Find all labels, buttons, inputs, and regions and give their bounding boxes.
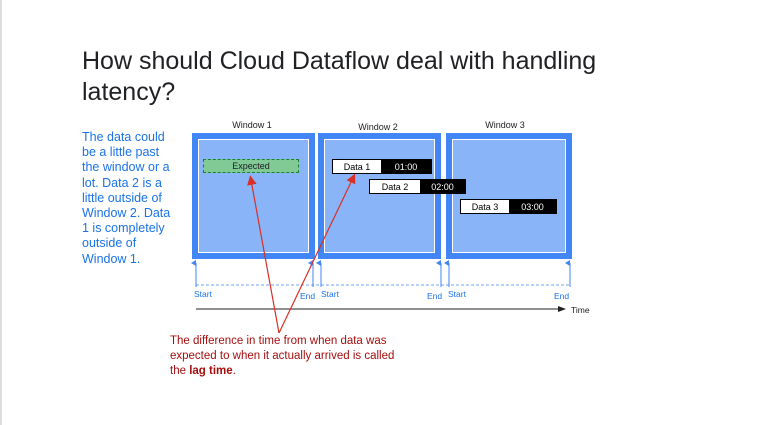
- data-1-time: 01:00: [381, 160, 431, 173]
- window-1-end-label: End: [300, 291, 316, 301]
- window-3-box: [446, 133, 572, 259]
- data-1-block: Data 1 01:00: [332, 159, 432, 174]
- window-3-start-label: Start: [448, 289, 466, 299]
- window-2-start-label: Start: [321, 289, 339, 299]
- expected-marker: Expected: [203, 159, 299, 173]
- window-1-label: Window 1: [232, 120, 272, 130]
- time-axis-label: Time: [571, 305, 590, 315]
- data-3-time: 03:00: [509, 200, 556, 213]
- side-description: The data could be a little past the wind…: [82, 130, 171, 266]
- slide-title: How should Cloud Dataflow deal with hand…: [82, 47, 597, 106]
- data-2-block: Data 2 02:00: [369, 179, 466, 194]
- window-1-start-label: Start: [194, 289, 212, 299]
- window-3-label: Window 3: [485, 120, 525, 130]
- window-2-box: [318, 133, 441, 259]
- lag-text-prefix: The difference in time from when data wa…: [170, 335, 395, 377]
- window-2-label: Window 2: [358, 122, 398, 132]
- data-2-name: Data 2: [370, 180, 420, 193]
- window-2-end-label: End: [427, 291, 443, 301]
- lag-time-explanation: The difference in time from when data wa…: [170, 334, 410, 379]
- lag-arrow-to-data-1: [278, 173, 356, 334]
- data-2-time: 02:00: [420, 180, 465, 193]
- window-3-end-label: End: [554, 291, 570, 301]
- data-1-name: Data 1: [333, 160, 381, 173]
- lag-time-term: lag time: [189, 365, 233, 377]
- lag-text-suffix: .: [232, 365, 236, 377]
- left-divider: [0, 0, 2, 425]
- window-boundary-ticks: [191, 260, 571, 287]
- data-3-block: Data 3 03:00: [460, 199, 557, 214]
- lag-arrow-to-expected: [247, 175, 280, 334]
- data-3-name: Data 3: [461, 200, 509, 213]
